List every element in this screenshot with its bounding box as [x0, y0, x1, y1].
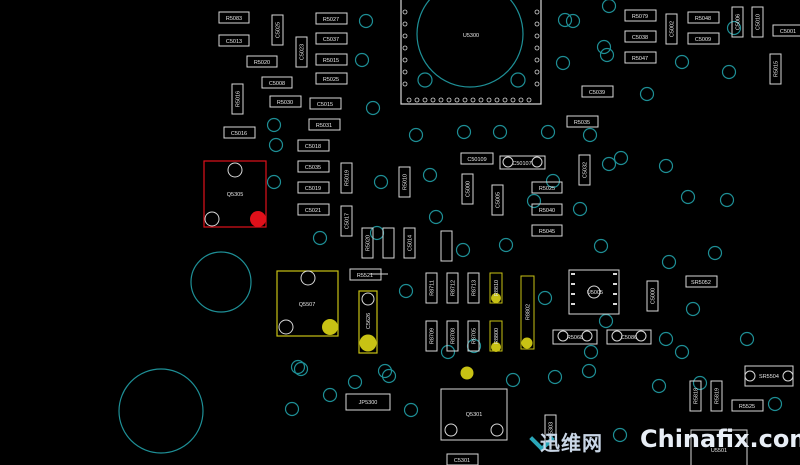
label-c5000: C5000	[466, 181, 472, 197]
label-r5010: R5010	[403, 174, 409, 190]
label-u5005: U5005	[587, 290, 603, 296]
label-c5023: C5023	[300, 44, 306, 60]
label-c5005: C5005	[496, 192, 502, 208]
label-r5016: R5016	[236, 91, 242, 107]
passive-outlines	[218, 6, 800, 465]
label-c5019: C5019	[305, 186, 321, 192]
q5301-component[interactable]	[440, 388, 508, 441]
label-r8712: R8712	[451, 280, 457, 296]
label-r5020: R5020	[254, 60, 270, 66]
label-c5010: C5010	[756, 14, 762, 30]
label-q5507: Q5507	[299, 302, 316, 308]
label-r5048: R5048	[695, 16, 711, 22]
label-r5031: R5031	[316, 123, 332, 129]
label-c5009: C5009	[695, 37, 711, 43]
label-r8708: R8708	[451, 328, 457, 344]
label-c5037: C5037	[323, 37, 339, 43]
label-c5006: C5006	[736, 14, 742, 30]
label-r5020b: R5020	[366, 235, 372, 251]
label-c5303: C5303	[549, 422, 555, 438]
label-r5525: R5525	[739, 404, 755, 410]
label-r5819: R5819	[715, 388, 721, 404]
label-r5079: R5079	[632, 14, 648, 20]
label-r5019: R5019	[345, 170, 351, 186]
label-c5008: C5008	[269, 81, 285, 87]
label-c5001: C5001	[780, 29, 796, 35]
label-c5018: C5018	[305, 144, 321, 150]
yellow-resistors[interactable]	[460, 272, 535, 380]
u5501-outline	[690, 429, 748, 465]
label-r5027: R5027	[323, 17, 339, 23]
label-r8802: R8802	[526, 304, 532, 320]
label-c5086: C5086	[621, 335, 637, 341]
label-r5040: R5040	[539, 208, 555, 214]
component-labels: R5083 C5013 C5025 R5027 C5037 C5023 R502…	[226, 14, 796, 464]
label-r5015b: R5015	[774, 61, 780, 77]
label-r8709: R8709	[430, 328, 436, 344]
label-c50109: C50109	[467, 157, 486, 163]
c5626-component[interactable]	[358, 290, 378, 354]
q5305-component[interactable]	[203, 160, 267, 228]
label-r8705: R8705	[472, 328, 478, 344]
label-c5626: C5626	[366, 313, 372, 329]
label-r5030: R5030	[277, 100, 293, 106]
label-c5002: C5002	[670, 21, 676, 37]
via-holes	[266, 0, 783, 443]
label-c5017: C5017	[345, 213, 351, 229]
label-c5301: C5301	[454, 458, 470, 464]
label-sr5052: SR5052	[691, 280, 711, 286]
label-sr5504: SR5504	[759, 374, 779, 380]
label-u5300: U5300	[463, 33, 479, 39]
pad-circles	[502, 156, 794, 382]
label-c5039: C5039	[589, 90, 605, 96]
label-c5014: C5014	[408, 235, 414, 251]
label-u5501: U5501	[711, 448, 727, 454]
label-r5818: R5818	[694, 388, 700, 404]
label-c5021: C5021	[305, 208, 321, 214]
q5507-component[interactable]	[276, 270, 339, 337]
watermark-cn: 迅维网	[540, 431, 603, 455]
label-r5025: R5025	[323, 77, 339, 83]
watermark-en: Chinafix.com	[640, 425, 800, 453]
label-c5032: C5032	[583, 162, 589, 178]
label-c5016: C5016	[231, 131, 247, 137]
label-r8810: R8810	[494, 280, 500, 296]
label-c5025: C5025	[276, 22, 282, 38]
label-c5035: C5035	[305, 165, 321, 171]
large-rings	[118, 251, 252, 454]
label-r5025c: R5025	[539, 186, 555, 192]
label-r5035: R5035	[574, 120, 590, 126]
label-q5301: Q5301	[466, 412, 483, 418]
label-r8711: R8711	[430, 280, 436, 296]
label-r8800: R8800	[494, 328, 500, 344]
label-c50107: C50107	[512, 161, 531, 167]
u5005-component[interactable]	[568, 269, 620, 315]
label-r5015: R5015	[323, 58, 339, 64]
label-r5521: R5521	[357, 273, 373, 279]
label-r5047: R5047	[632, 56, 648, 62]
label-c5013: C5013	[226, 39, 242, 45]
label-r8713: R8713	[472, 280, 478, 296]
label-q5305: Q5305	[227, 192, 244, 198]
label-c5000b: C5000	[651, 288, 657, 304]
label-c5038: C5038	[632, 35, 648, 41]
label-r5068: R5068	[567, 335, 583, 341]
label-c5015: C5015	[317, 102, 333, 108]
label-r5083: R5083	[226, 16, 242, 22]
label-r5045: R5045	[539, 229, 555, 235]
label-jp5300: JP5300	[359, 400, 378, 406]
u5300-package	[400, 0, 542, 105]
